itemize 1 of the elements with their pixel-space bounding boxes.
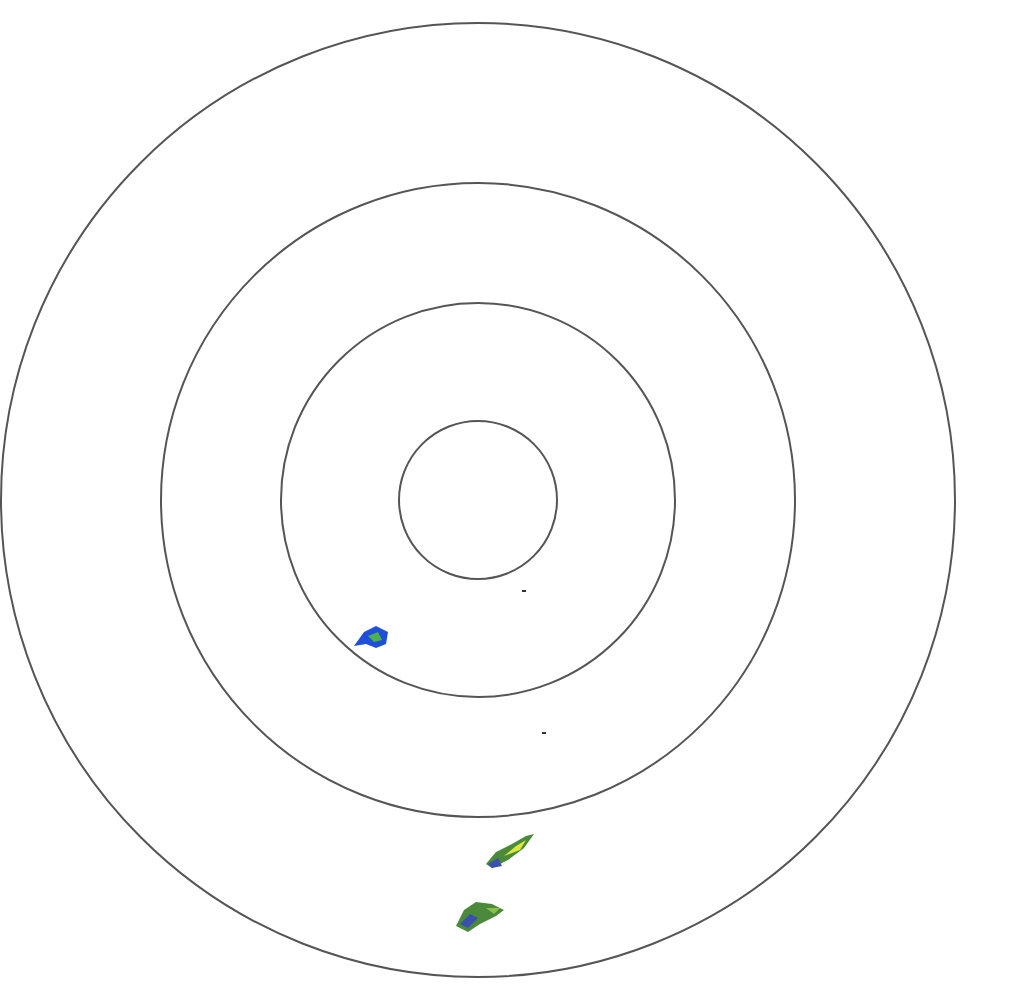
range-ring <box>398 420 558 580</box>
